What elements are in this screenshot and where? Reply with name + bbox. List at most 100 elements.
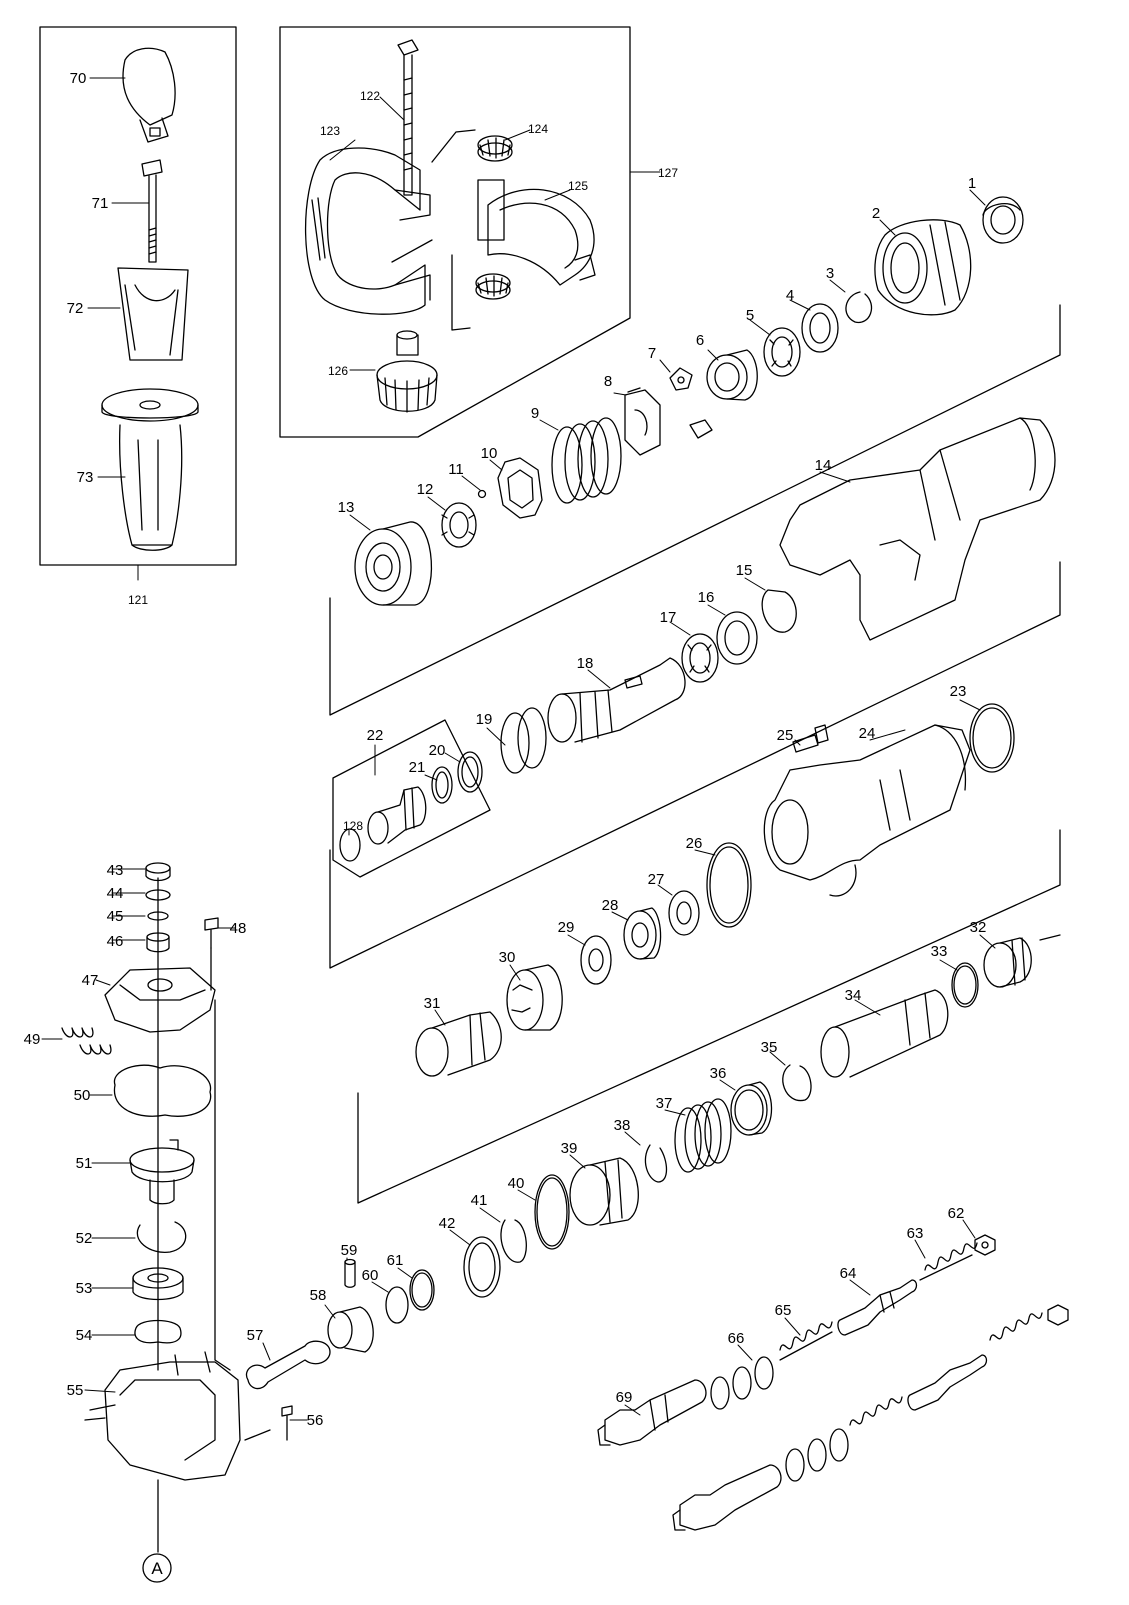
part-61 <box>409 1269 435 1311</box>
part-label-63: 63 <box>907 1225 924 1242</box>
band-1 <box>329 304 1061 716</box>
part-58 <box>327 1306 374 1353</box>
part-label-50: 50 <box>74 1087 91 1104</box>
part-label-33: 33 <box>931 943 948 960</box>
part-72-sleeve <box>117 267 189 361</box>
part-8 <box>624 387 713 456</box>
part-24-cylinder <box>763 724 971 897</box>
part-57-rod <box>245 1340 331 1390</box>
part-label-41: 41 <box>471 1192 488 1209</box>
part-label-31: 31 <box>424 995 441 1012</box>
part-3 <box>845 291 873 324</box>
part-label-39: 39 <box>561 1140 578 1157</box>
part-23 <box>969 703 1015 773</box>
part-label-55: 55 <box>67 1382 84 1399</box>
part-label-38: 38 <box>614 1117 631 1134</box>
handle-kit-box <box>39 26 237 566</box>
circle-marker-a <box>142 1553 172 1583</box>
part-11 <box>477 489 487 499</box>
part-label-25: 25 <box>777 727 794 744</box>
part-42 <box>463 1236 501 1298</box>
part-label-4: 4 <box>786 287 794 304</box>
part-label-71: 71 <box>92 195 109 212</box>
part-label-10: 10 <box>481 445 498 462</box>
part-126-knob <box>376 330 438 413</box>
part-label-3: 3 <box>826 265 834 282</box>
part-26 <box>706 842 752 928</box>
part-label-62: 62 <box>948 1205 965 1222</box>
part-label-16: 16 <box>698 589 715 606</box>
part-label-30: 30 <box>499 949 516 966</box>
part-10 <box>497 457 543 519</box>
part-25-screw <box>792 724 829 753</box>
part-34 <box>820 989 949 1078</box>
part-14-housing <box>779 417 1056 641</box>
part-label-37: 37 <box>656 1095 673 1112</box>
part-17 <box>681 633 719 683</box>
band-2 <box>329 561 1061 969</box>
part-32 <box>983 937 1032 988</box>
part-31 <box>415 1011 502 1077</box>
part-48-screw <box>204 917 219 991</box>
part-label-2: 2 <box>872 205 880 222</box>
part-124-washer-b <box>475 273 511 300</box>
part-19 <box>500 707 547 774</box>
part-5 <box>763 327 801 377</box>
part-label-126: 126 <box>328 364 348 378</box>
part-label-69: 69 <box>616 1389 633 1406</box>
part-label-47: 47 <box>82 972 99 989</box>
part-128-piston <box>339 786 427 862</box>
part-7 <box>669 367 693 391</box>
part-label-125: 125 <box>568 179 588 193</box>
part-label-14: 14 <box>815 457 832 474</box>
part-label-73: 73 <box>77 469 94 486</box>
part-label-54: 54 <box>76 1327 93 1344</box>
band-3 <box>357 829 1061 1204</box>
part-9-spring <box>551 417 622 504</box>
clamp-kit-box <box>279 26 631 438</box>
part-label-59: 59 <box>341 1242 358 1259</box>
part-2 <box>874 219 972 316</box>
part-label-124: 124 <box>528 122 548 136</box>
part-47 <box>104 967 216 1033</box>
part-label-45: 45 <box>107 908 124 925</box>
part-label-6: 6 <box>696 332 704 349</box>
part-38 <box>644 1144 668 1183</box>
part-73-grip <box>101 388 199 551</box>
part-124-washer <box>477 135 513 162</box>
part-label-32: 32 <box>970 919 987 936</box>
part-70-band <box>122 47 176 143</box>
part-label-12: 12 <box>417 481 434 498</box>
part-125-ring <box>477 179 596 286</box>
part-55 <box>84 1351 241 1481</box>
part-label-7: 7 <box>648 345 656 362</box>
part-59-pin <box>344 1258 356 1288</box>
part-label-42: 42 <box>439 1215 456 1232</box>
part-13 <box>354 521 432 606</box>
part-18-shaft <box>547 657 686 743</box>
part-16 <box>716 611 758 665</box>
part-label-44: 44 <box>107 885 124 902</box>
part-60 <box>385 1286 409 1324</box>
part-27 <box>668 890 700 936</box>
part-label-48: 48 <box>230 920 247 937</box>
part-63-spring <box>919 1242 978 1281</box>
part-label-121: 121 <box>128 593 148 607</box>
part-4 <box>801 303 839 353</box>
part-label-22: 22 <box>367 727 384 744</box>
part-label-8: 8 <box>604 373 612 390</box>
part-label-51: 51 <box>76 1155 93 1172</box>
part-label-36: 36 <box>710 1065 727 1082</box>
part-69-chisel <box>597 1379 707 1446</box>
part-label-11: 11 <box>448 461 464 478</box>
part-20 <box>457 751 483 793</box>
part-label-43: 43 <box>107 862 124 879</box>
part-label-128: 128 <box>343 819 363 833</box>
part-label-19: 19 <box>476 711 493 728</box>
part-label-52: 52 <box>76 1230 93 1247</box>
part-40 <box>534 1174 570 1250</box>
part-label-123: 123 <box>320 124 340 138</box>
part-30 <box>506 964 563 1031</box>
part-label-5: 5 <box>746 307 754 324</box>
